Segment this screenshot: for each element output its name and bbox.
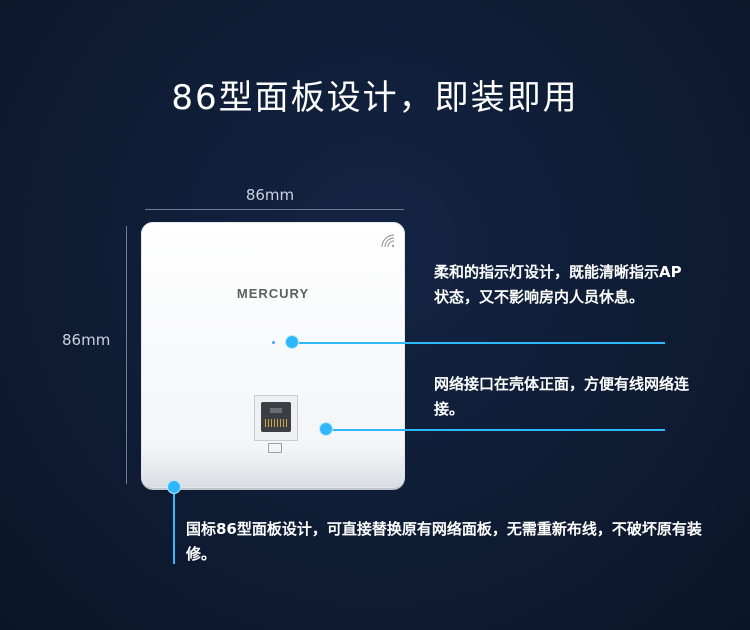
height-dimension-line	[126, 226, 127, 484]
port-latch	[270, 408, 282, 413]
port-pins	[265, 419, 287, 427]
indicator-callout-text: 柔和的指示灯设计，既能清晰指示AP状态，又不影响房内人员休息。	[434, 263, 682, 306]
standard-callout-line	[173, 487, 175, 564]
port-callout-line	[326, 429, 665, 431]
indicator-callout-line	[292, 342, 665, 344]
status-indicator-light	[272, 341, 275, 344]
headline: 86型面板设计，即装即用	[171, 78, 579, 118]
port-callout-dot	[320, 423, 332, 435]
standard-callout-text: 国标86型面板设计，可直接替换原有网络面板，无需重新布线，不破坏原有装修。	[186, 520, 702, 563]
height-dimension-label: 86mm	[62, 331, 111, 349]
wifi-icon	[381, 234, 395, 248]
port-callout-text: 网络接口在壳体正面，方便有线网络连接。	[434, 375, 690, 418]
port-socket	[261, 402, 291, 432]
width-dimension-label: 86mm	[245, 186, 295, 204]
network-symbol-icon	[268, 443, 282, 453]
wall-panel-ap: MERCURY	[141, 222, 405, 488]
brand-logo: MERCURY	[236, 286, 310, 301]
standard-callout-dot	[168, 481, 180, 493]
indicator-callout-dot	[286, 336, 298, 348]
width-dimension-line	[145, 209, 404, 210]
ethernet-port-icon	[254, 395, 298, 441]
